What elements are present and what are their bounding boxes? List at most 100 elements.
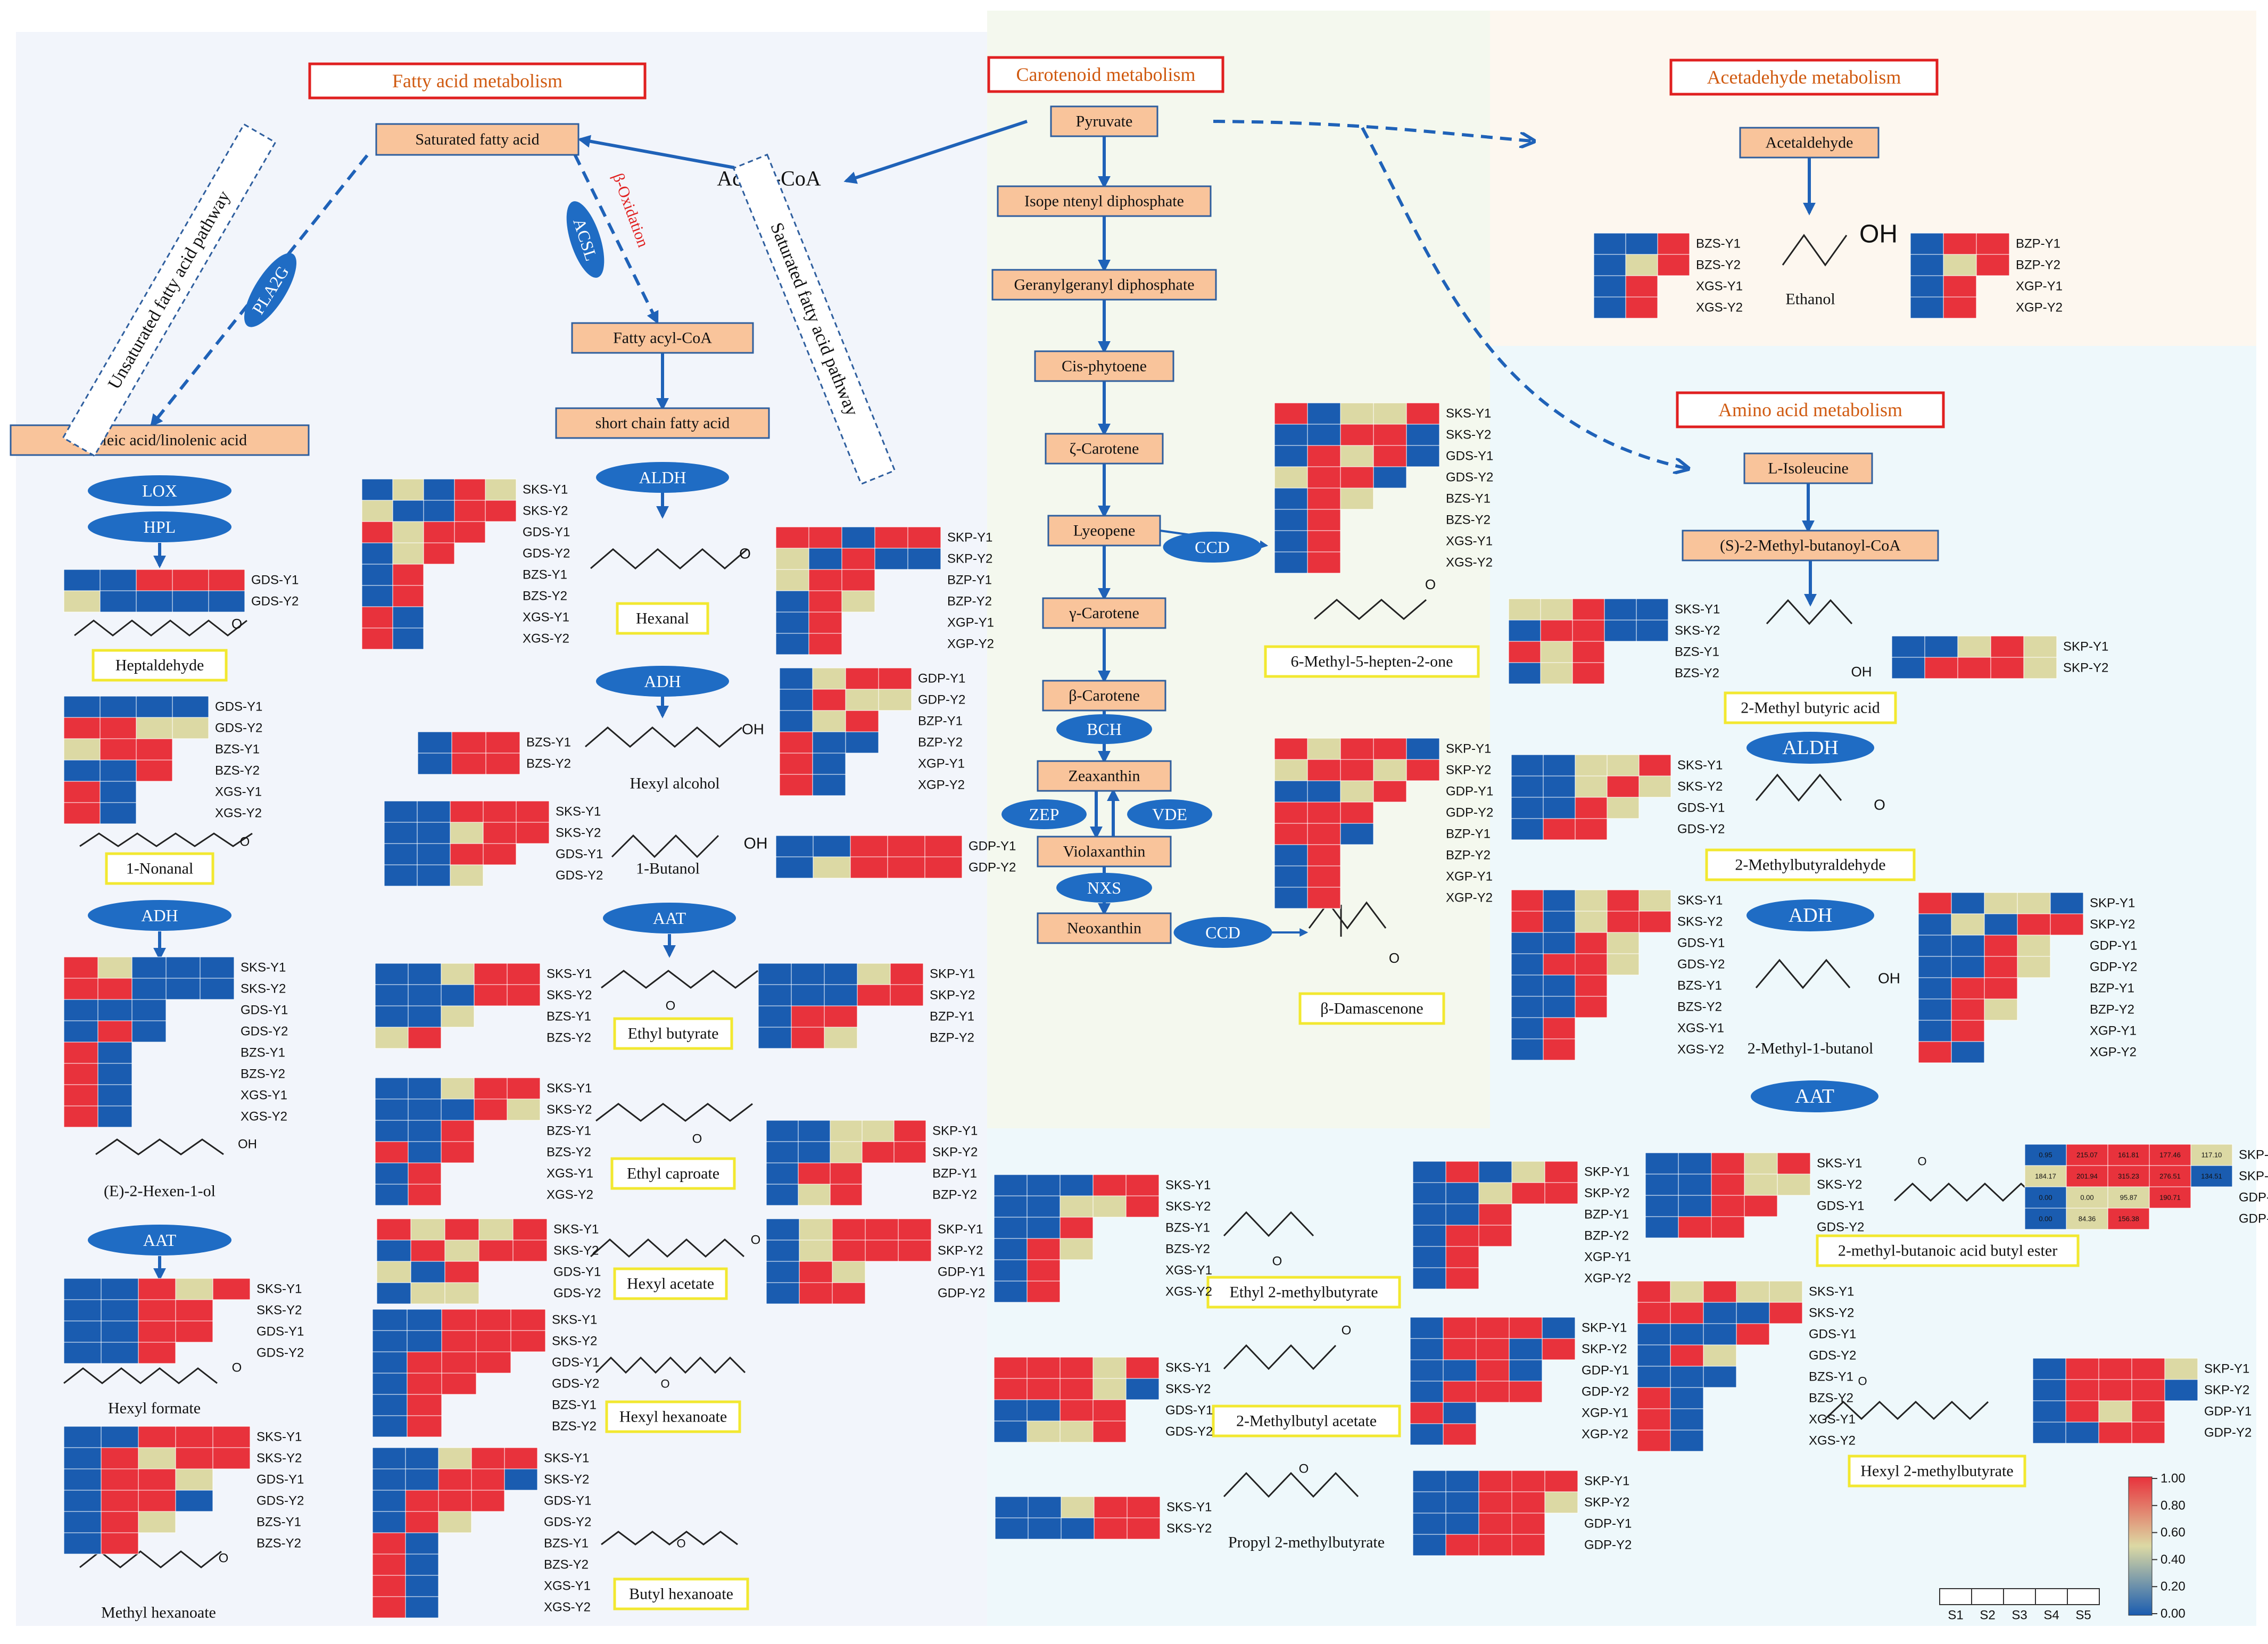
heatmap-cell [779, 689, 813, 711]
heatmap-cell [1951, 1041, 1985, 1063]
heatmap-cell [1511, 1038, 1544, 1061]
heatmap-cell [1703, 1280, 1737, 1303]
heatmap-row-label: SKS-Y1 [553, 1222, 599, 1237]
heatmap-cell [408, 1141, 442, 1163]
heatmap-cell [410, 1261, 445, 1283]
heatmap-cell [775, 612, 809, 634]
molecule-structure [1755, 773, 1842, 802]
node-isopentenyl-diphosphate [997, 185, 1212, 217]
enzyme-lox: LOX [88, 475, 231, 506]
heatmap-row-label: GDP-Y2 [2204, 1426, 2252, 1440]
heatmap-cell [1478, 1470, 1512, 1492]
heatmap-cell [1540, 662, 1573, 684]
heatmap-cell [808, 612, 842, 634]
heatmap-row-label: BZP-Y1 [2016, 237, 2060, 251]
heatmap-cell [1092, 1420, 1127, 1443]
heatmap-cell [1059, 1217, 1094, 1239]
node-zeta-carotene-label: ζ-Carotene [1070, 440, 1139, 458]
heatmap-row-label: BZS-Y1 [1677, 979, 1722, 993]
heatmap-row-label: GDS-Y2 [1817, 1220, 1864, 1235]
heatmap-cell [812, 753, 846, 775]
enzyme-aat-fatty-mid-label: AAT [653, 908, 686, 928]
heatmap-cell [808, 590, 842, 613]
heatmap-row-label: SKS-Y1 [1165, 1361, 1211, 1375]
colorbar-tick-label: 0.60 [2161, 1525, 2186, 1540]
heatmap-cell [1028, 1517, 1062, 1540]
atom-label: O [1272, 1254, 1282, 1269]
heatmap-cell [1575, 775, 1608, 798]
heatmap-cell [63, 1299, 102, 1321]
heatmap-row-label: BZP-Y2 [2090, 1003, 2134, 1017]
heatmap-cell [1637, 1302, 1671, 1324]
heatmap-cell [512, 1218, 548, 1241]
heatmap-row-label: SKS-Y2 [1809, 1306, 1854, 1320]
heatmap-row-label: XGP-Y2 [918, 778, 965, 792]
heatmap-row-label: GDS-Y1 [256, 1473, 304, 1487]
heatmap-cell [1593, 296, 1626, 319]
heatmap-cell [454, 478, 486, 501]
heatmap-cell [510, 1309, 546, 1331]
stage-label: S3 [2012, 1608, 2027, 1623]
heatmap-cell [1951, 956, 1985, 978]
heatmap-row-label: GDS-Y1 [1817, 1199, 1864, 1213]
heatmap-cell [405, 1554, 439, 1576]
heatmap-cell [845, 667, 879, 690]
heatmap-cell [376, 1261, 411, 1283]
section-title-box [987, 56, 1224, 93]
heatmap-cell [1951, 913, 1985, 936]
heatmap-cell [1540, 598, 1573, 621]
enzyme-lox-label: LOX [142, 481, 177, 500]
heatmap-cell [1410, 1338, 1444, 1360]
node-violaxanthin [1037, 836, 1172, 868]
heatmap-row-label: XGP-Y1 [1582, 1406, 1628, 1420]
heatmap-row-label: SKS-Y2 [1817, 1178, 1862, 1192]
heatmap-cell [1943, 233, 1977, 255]
heatmap-cell [1703, 1344, 1737, 1367]
heatmap-row-label: SKS-Y2 [256, 1303, 302, 1318]
heatmap-cell [887, 835, 925, 857]
heatmap-cell [485, 500, 517, 522]
heatmap-row-label: SKS-Y1 [547, 967, 592, 981]
heatmap-cell [2131, 1379, 2165, 1401]
node-lycopene [1047, 515, 1161, 547]
heatmap-row-label: SKS-Y2 [523, 504, 568, 518]
heatmap-row-label: GDS-Y1 [556, 847, 603, 862]
heatmap-cell [1670, 1323, 1704, 1345]
heatmap-cell [779, 731, 813, 754]
heatmap-cell [1976, 233, 2010, 255]
enzyme-vde-label: VDE [1152, 805, 1187, 824]
heatmap-cell [63, 1084, 98, 1106]
heatmap-cell [423, 521, 455, 543]
heatmap-cell [1274, 424, 1308, 446]
heatmap-cell [1910, 275, 1944, 298]
heatmap-cell [136, 696, 173, 718]
heatmap-cell [516, 822, 550, 844]
atom-label: OH [1851, 664, 1872, 680]
heatmap-cell [766, 1162, 799, 1185]
heatmap-cell [1092, 1399, 1127, 1422]
heatmap-cell [392, 627, 424, 650]
enzyme-zep-label: ZEP [1029, 805, 1059, 824]
heatmap-row-label: GDS-Y1 [1677, 936, 1725, 951]
heatmap-cell [1542, 1317, 1576, 1339]
heatmap-cell-value: 0.00 [2039, 1215, 2052, 1223]
heatmap-cell [779, 667, 813, 690]
heatmap-cell [372, 1447, 406, 1469]
heatmap-cell [2107, 1144, 2150, 1166]
heatmap-cell [444, 1240, 479, 1262]
heatmap-cell [483, 843, 517, 865]
heatmap-cell [101, 1532, 139, 1555]
node-zeta-carotene [1045, 433, 1164, 465]
heatmap-cell [893, 1141, 926, 1163]
heatmap-row-label: BZS-Y2 [523, 589, 567, 604]
enzyme-aldh-amino: ALDH [1746, 732, 1874, 764]
heatmap-cell [417, 843, 451, 865]
enzyme-aat-fatty-left-shape [88, 1225, 231, 1255]
heatmap-cell [1406, 424, 1440, 446]
enzyme-aat-amino: AAT [1751, 1080, 1878, 1112]
heatmap-cell [832, 1261, 866, 1283]
heatmap-row-label: GDS-Y1 [552, 1356, 599, 1370]
